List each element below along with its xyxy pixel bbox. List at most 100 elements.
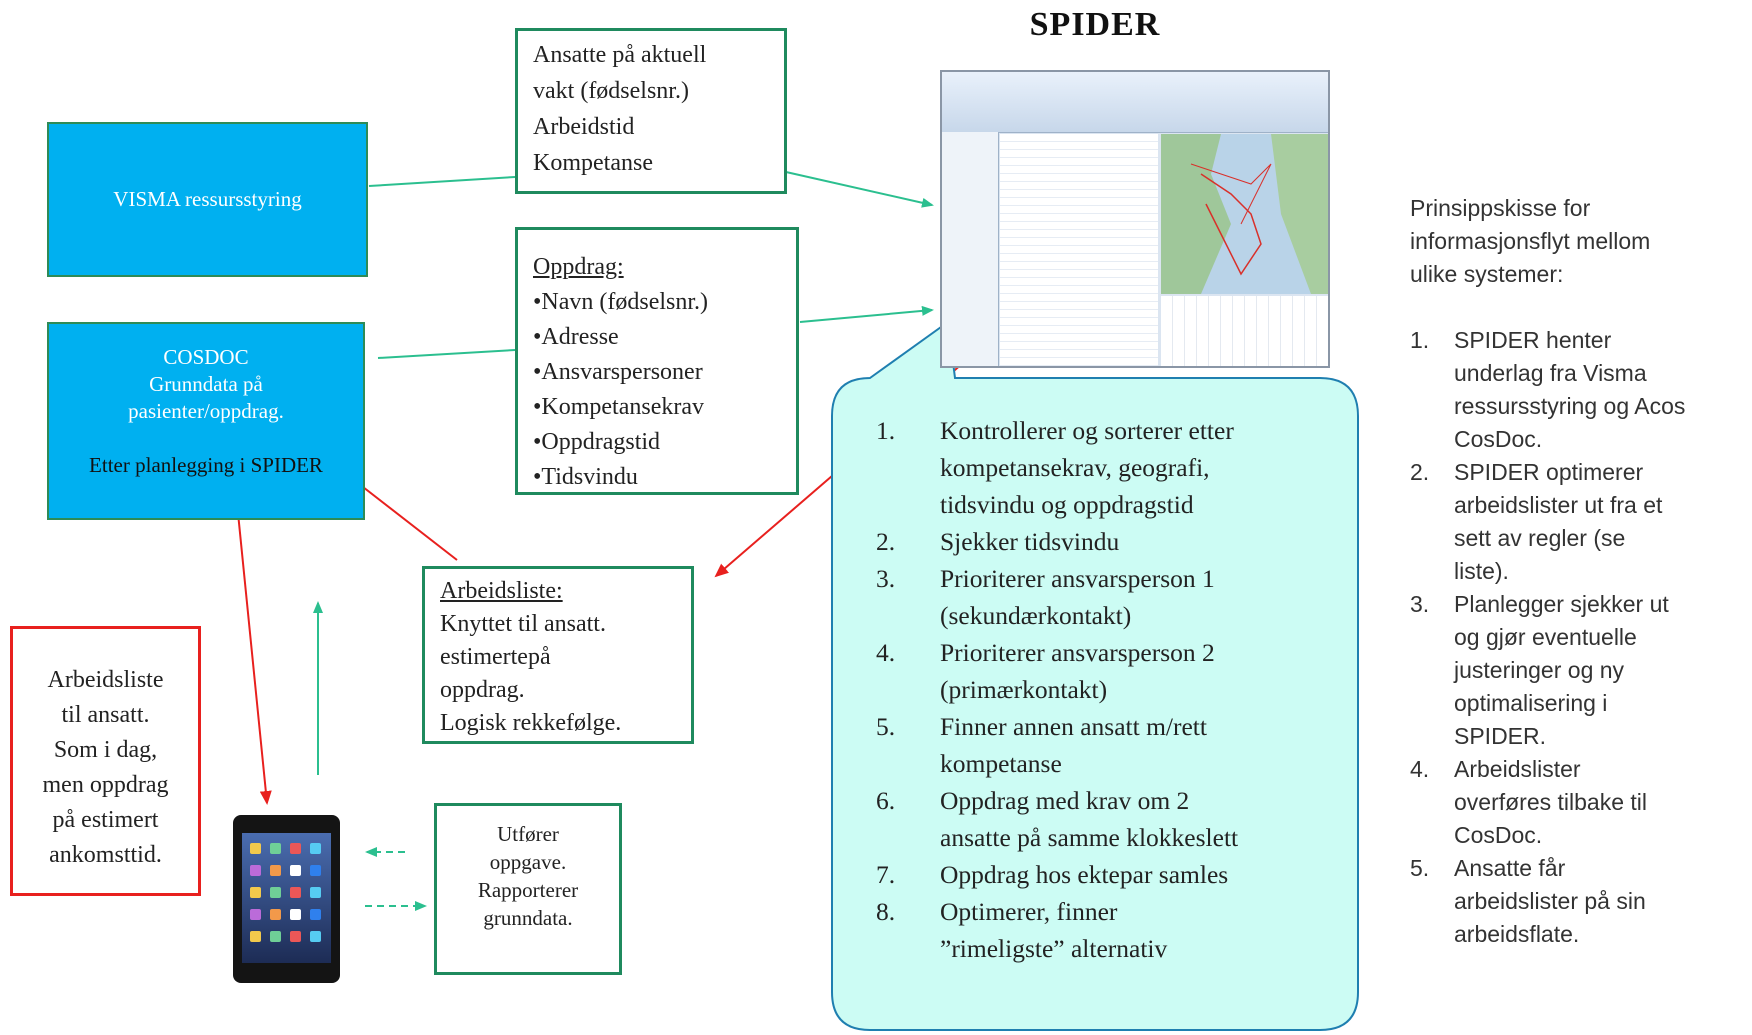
red-box-line: på estimert bbox=[52, 807, 159, 833]
tablet-app-icon bbox=[250, 843, 261, 854]
speech-bubble bbox=[831, 320, 1359, 1031]
tablet-app-icon bbox=[270, 843, 281, 854]
side-item-text: arbeidslister på sin bbox=[1454, 888, 1646, 914]
line-cosdoc-oppdrag bbox=[377, 349, 516, 359]
cosdoc-line: COSDOC bbox=[163, 345, 249, 369]
bubble-item: 3. Prioriterer ansvarsperson 1 (sekundærko… bbox=[876, 560, 1336, 634]
side-item-text: Ansatte får bbox=[1454, 855, 1566, 881]
side-item-text: overføres tilbake til bbox=[1454, 789, 1648, 815]
bubble-item-text: (sekundærkontakt) bbox=[940, 601, 1132, 630]
visma-label: VISMA ressursstyring bbox=[113, 187, 302, 211]
bubble-item-number: 4. bbox=[876, 638, 896, 667]
bubble-item: 2. Sjekker tidsvindu bbox=[876, 523, 1336, 560]
tablet-app-icon bbox=[310, 887, 321, 898]
tablet-icon bbox=[233, 815, 340, 983]
tablet-app-icon bbox=[290, 931, 301, 942]
side-item-text: optimalisering i bbox=[1454, 690, 1608, 716]
bubble-item-text: Optimerer, finner bbox=[940, 897, 1118, 926]
tablet-app-icon bbox=[270, 909, 281, 920]
side-item-text: arbeidslister ut fra et bbox=[1454, 492, 1663, 518]
side-item: 1. SPIDER henter underlag fra Visma ressurs… bbox=[1410, 324, 1750, 456]
screenshot-gantt bbox=[1161, 296, 1328, 366]
side-intro-line: informasjonsflyt mellom bbox=[1410, 228, 1651, 254]
arbeidsliste-line: oppdrag. bbox=[440, 677, 525, 703]
tablet-app-icon bbox=[270, 931, 281, 942]
red-box-line: Arbeidsliste bbox=[47, 667, 164, 693]
side-item-text: SPIDER optimerer bbox=[1454, 459, 1644, 485]
side-item-number: 5. bbox=[1410, 855, 1430, 881]
side-item-number: 2. bbox=[1410, 459, 1430, 485]
tablet-app-icon bbox=[270, 887, 281, 898]
bubble-item-number: 5. bbox=[876, 712, 896, 741]
arbeidsliste-box: Arbeidsliste: Knyttet til ansatt. estime… bbox=[422, 566, 694, 744]
ansatte-line: Kompetanse bbox=[533, 150, 653, 176]
side-item-text: CosDoc. bbox=[1454, 822, 1543, 848]
screenshot-map bbox=[1161, 134, 1328, 294]
cosdoc-line: Grunndata på bbox=[149, 372, 263, 396]
bubble-item-text: kompetansekrav, geografi, bbox=[940, 453, 1210, 482]
bubble-item-text: Sjekker tidsvindu bbox=[940, 527, 1120, 556]
bubble-item-text: Prioriterer ansvarsperson 1 bbox=[940, 564, 1215, 593]
bubble-item-text: Kontrollerer og sorterer etter bbox=[940, 416, 1234, 445]
tablet-app-icon bbox=[250, 931, 261, 942]
ansatte-line: vakt (fødselsnr.) bbox=[533, 78, 689, 104]
arbeidsliste-line: estimertepå bbox=[440, 644, 551, 670]
red-box-line: til ansatt. bbox=[61, 702, 150, 728]
map-route bbox=[1161, 134, 1328, 294]
side-item-text: CosDoc. bbox=[1454, 426, 1543, 452]
side-item-number: 1. bbox=[1410, 327, 1430, 353]
oppdrag-item: •Tidsvindu bbox=[533, 464, 638, 490]
bubble-item-text: tidsvindu og oppdragstid bbox=[940, 490, 1194, 519]
bubble-item-number: 2. bbox=[876, 527, 896, 556]
bubble-item-text: kompetanse bbox=[940, 749, 1062, 778]
red-box-line: ankomsttid. bbox=[49, 842, 162, 868]
arbeidsliste-line: Knyttet til ansatt. bbox=[440, 611, 606, 637]
arrow-ansatte-spider bbox=[785, 171, 934, 208]
side-item-text: justeringer og ny bbox=[1454, 657, 1625, 683]
bubble-item-number: 8. bbox=[876, 897, 896, 926]
side-item-text: arbeidsflate. bbox=[1454, 921, 1580, 947]
bubble-item: 7. Oppdrag hos ektepar samles bbox=[876, 856, 1336, 893]
side-item-text: SPIDER henter bbox=[1454, 327, 1612, 353]
tablet-app-icon bbox=[290, 843, 301, 854]
side-item-text: ressursstyring og Acos bbox=[1454, 393, 1686, 419]
red-box-line: Som i dag, bbox=[53, 737, 158, 763]
utforer-box: Utfører oppgave. Rapporterer grunndata. bbox=[434, 803, 622, 975]
tablet-app-icon bbox=[250, 865, 261, 876]
bubble-item-text: Prioriterer ansvarsperson 2 bbox=[940, 638, 1215, 667]
arbeidsliste-heading: Arbeidsliste: bbox=[440, 578, 563, 604]
side-item-text: Arbeidslister bbox=[1454, 756, 1581, 782]
screenshot-sidebar bbox=[942, 132, 999, 366]
arbeidsliste-line: Logisk rekkefølge. bbox=[440, 710, 622, 736]
bubble-item-number: 6. bbox=[876, 786, 896, 815]
ansatte-line: Ansatte på aktuell bbox=[533, 42, 707, 68]
side-intro-line: Prinsippskisse for bbox=[1410, 195, 1591, 221]
side-item-text: Planlegger sjekker ut bbox=[1454, 591, 1669, 617]
oppdrag-heading: Oppdrag: bbox=[533, 254, 624, 280]
side-item-text: underlag fra Visma bbox=[1454, 360, 1647, 386]
bubble-item-number: 3. bbox=[876, 564, 896, 593]
side-item-number: 3. bbox=[1410, 591, 1430, 617]
side-item-text: SPIDER. bbox=[1454, 723, 1547, 749]
side-item: 5. Ansatte får arbeidslister på sin arbeids… bbox=[1410, 852, 1750, 951]
tablet-app-icon bbox=[290, 909, 301, 920]
side-item-text: liste). bbox=[1454, 558, 1509, 584]
side-item: 2. SPIDER optimerer arbeidslister ut fra e… bbox=[1410, 456, 1750, 588]
tablet-app-icon bbox=[310, 843, 321, 854]
bubble-item-text: Oppdrag hos ektepar samles bbox=[940, 860, 1229, 889]
utforer-line: Rapporterer bbox=[477, 878, 579, 902]
tablet-app-icon bbox=[310, 931, 321, 942]
utforer-line: grunndata. bbox=[483, 906, 573, 930]
side-item-text: sett av regler (se bbox=[1454, 525, 1626, 551]
oppdrag-item: •Navn (fødselsnr.) bbox=[533, 289, 709, 315]
bubble-item-text: Oppdrag med krav om 2 bbox=[940, 786, 1190, 815]
bubble-item-number: 7. bbox=[876, 860, 896, 889]
tablet-app-icon bbox=[310, 909, 321, 920]
screenshot-table bbox=[1000, 134, 1158, 366]
cosdoc-line: pasienter/oppdrag. bbox=[128, 399, 284, 423]
oppdrag-item: •Ansvarspersoner bbox=[533, 359, 703, 385]
